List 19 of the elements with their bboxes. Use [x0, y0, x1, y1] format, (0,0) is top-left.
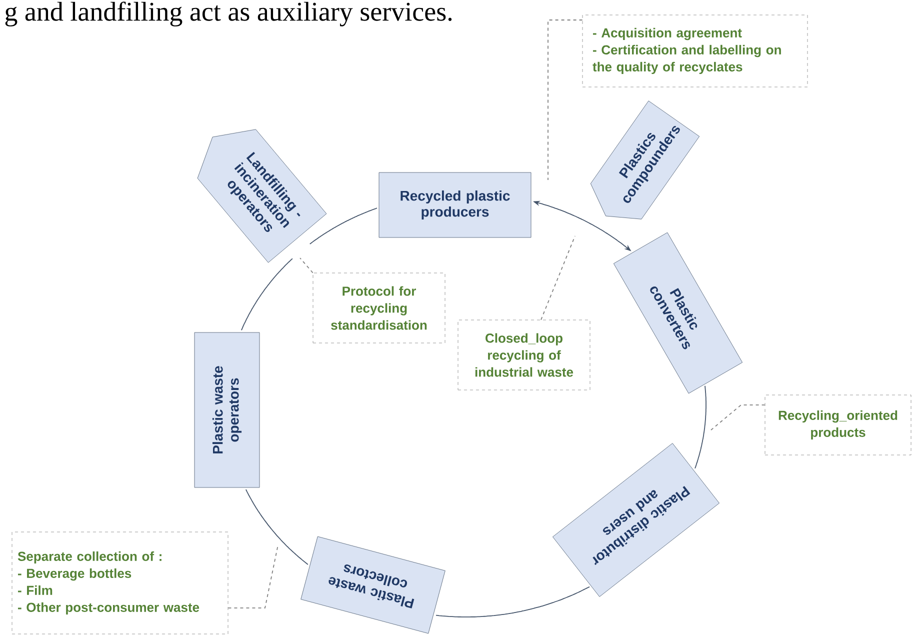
connector-line: [245, 489, 308, 565]
note-box: Protocol for recycling standardisation: [312, 272, 446, 344]
note-box: - Acquisition agreement - Certification and labelling on the quality of recyclates: [582, 14, 808, 88]
connector-line: [309, 208, 378, 244]
leader-line: [540, 236, 576, 320]
heading-fragment: g and landfilling act as auxiliary services.: [5, 2, 452, 26]
connector-line: [436, 586, 590, 618]
role-box: Plastic waste collectors: [300, 536, 446, 634]
leader-line: [710, 404, 766, 430]
role-box: Recycled plastic producers: [378, 172, 532, 238]
leader-line: [548, 20, 583, 180]
note-box: Closed_loop recycling of industrial waste: [458, 320, 590, 390]
role-box: Plastic waste operators: [194, 332, 260, 488]
note-box: Recycling_oriented products: [764, 394, 912, 456]
note-box: Separate collection of : - Beverage bottles - Film - Other post-consumer waste: [12, 532, 228, 634]
leader-line: [228, 544, 278, 608]
leader-line: [300, 258, 314, 274]
connector-line: [240, 258, 293, 331]
connector-line: [694, 385, 706, 469]
